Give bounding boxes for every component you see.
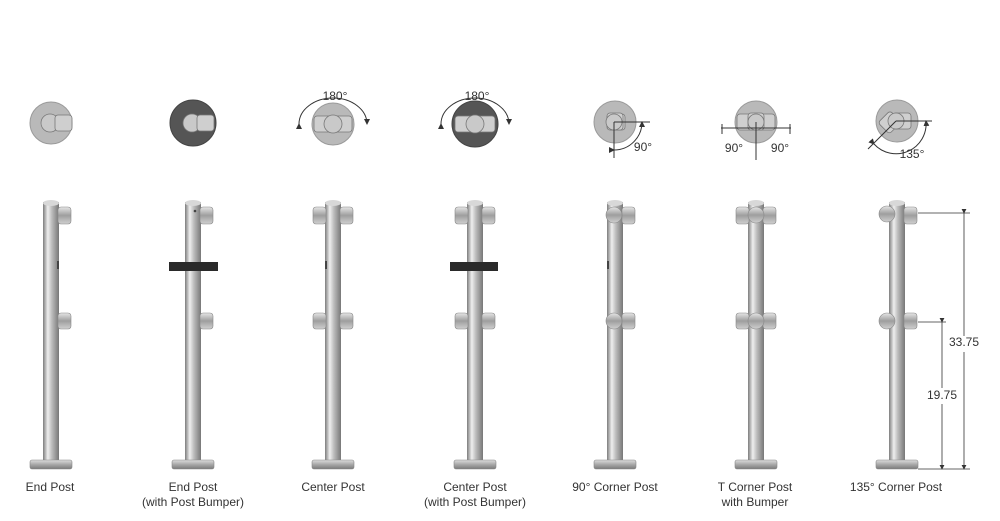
rail-clamp [735, 312, 750, 330]
base-flange [453, 459, 497, 470]
rail-clamp [339, 206, 354, 225]
rail-clamp [903, 206, 918, 225]
rail-clamp-front [747, 312, 765, 330]
rail-clamp [621, 206, 636, 225]
rail-clamp-front [605, 312, 623, 330]
post-labels: End Post End Post (with Post Bumper) Cen… [26, 480, 943, 509]
post-tube [607, 202, 623, 460]
post-label: 90° Corner Post [572, 480, 658, 494]
rail-clamp [762, 312, 777, 330]
post-label: End Post [169, 480, 218, 494]
clamp-top-view [196, 114, 215, 132]
rail-clamp [762, 206, 777, 225]
post-bumper [169, 262, 218, 271]
post-center-bumper [450, 200, 498, 470]
angle-label-right: 90° [771, 141, 789, 155]
post-corner-135 [875, 200, 919, 470]
post-tube [748, 202, 764, 460]
post-tube [325, 202, 341, 460]
dimension-lower-label: 19.75 [927, 388, 957, 402]
post-tube [43, 202, 59, 460]
base-flange [734, 459, 778, 470]
post-label: T Corner Post [718, 480, 793, 494]
angle-arc [437, 97, 512, 130]
rail-clamp [481, 312, 496, 330]
rail-clamp [903, 312, 918, 330]
rail-clamp [454, 312, 469, 330]
post-t-corner [734, 200, 778, 470]
post-tube [889, 202, 905, 460]
rail-clamp [481, 206, 496, 225]
post-end-bumper [169, 200, 218, 470]
angle-arc [868, 120, 930, 155]
post-label: Center Post [443, 480, 507, 494]
angle-label: 135° [900, 147, 925, 161]
base-flange [29, 459, 73, 470]
base-flange [311, 459, 355, 470]
rail-clamp [57, 312, 72, 330]
angle-label: 90° [634, 140, 652, 154]
top-view-corner-135: 135° [867, 99, 932, 161]
top-view-center-post: 180° [295, 89, 370, 146]
top-view-end-post [29, 101, 73, 145]
post-corner-90 [593, 200, 637, 470]
rail-clamp-angled [878, 312, 896, 330]
dimension-lower: 19.75 [918, 318, 957, 470]
dimension-overall: 33.75 [918, 209, 979, 470]
top-view-corner-90: 90° [593, 100, 652, 158]
top-view-end-post-bumper [169, 99, 217, 147]
post-label: 135° Corner Post [850, 480, 943, 494]
post-end [29, 200, 73, 470]
clamp-top-view [54, 114, 73, 132]
angle-label: 180° [465, 89, 490, 103]
rail-clamp [621, 312, 636, 330]
post-label-sub: with Bumper [721, 495, 789, 509]
rail-clamp [57, 206, 72, 225]
rail-clamp [312, 312, 327, 330]
top-view-t-corner: 90° 90° [721, 100, 791, 160]
post-tube [467, 202, 483, 460]
rail-clamp [199, 312, 214, 330]
post-center [311, 200, 355, 470]
angle-label-left: 90° [725, 141, 743, 155]
rail-clamp-front [605, 206, 623, 224]
base-flange [171, 459, 215, 470]
rail-clamp-angled [878, 205, 896, 223]
base-flange [875, 459, 919, 470]
angle-arc [295, 97, 370, 130]
post-label-sub: (with Post Bumper) [424, 495, 526, 509]
dimension-overall-label: 33.75 [949, 335, 979, 349]
rail-clamp [454, 206, 469, 225]
angle-arc [608, 121, 645, 154]
rail-clamp [735, 206, 750, 225]
angle-label: 180° [323, 89, 348, 103]
post-label-sub: (with Post Bumper) [142, 495, 244, 509]
rail-clamp [199, 206, 214, 225]
post-label: End Post [26, 480, 75, 494]
rail-clamp-front [747, 206, 765, 224]
top-view-center-post-bumper: 180° [437, 89, 512, 148]
base-flange [593, 459, 637, 470]
post-bumper [450, 262, 498, 271]
post-tube [185, 202, 201, 460]
rail-clamp [339, 312, 354, 330]
post-label: Center Post [301, 480, 365, 494]
rail-clamp [312, 206, 327, 225]
